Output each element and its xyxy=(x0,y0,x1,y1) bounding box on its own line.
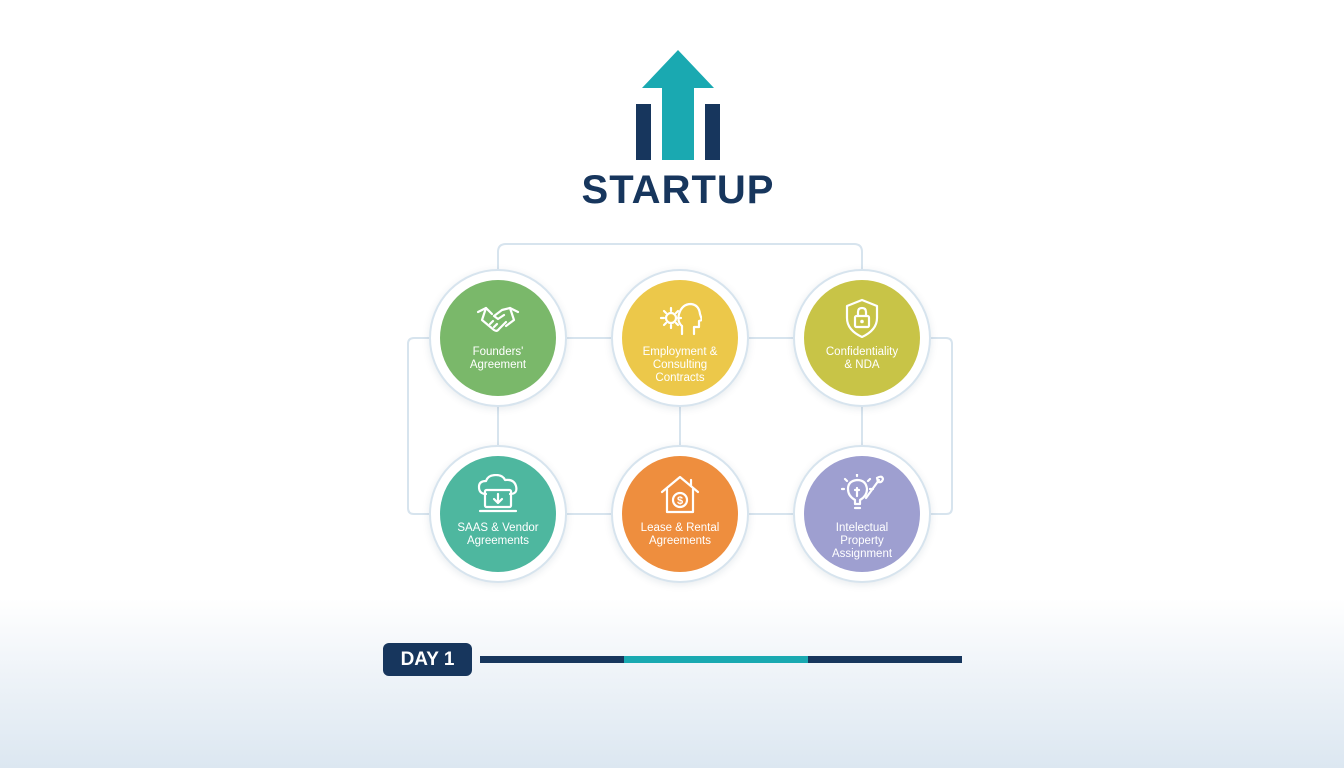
node-label: Founders' Agreement xyxy=(469,346,527,371)
node-disc: $ Lease & Rental Agreements xyxy=(622,456,738,572)
node-label: Confidentiality & NDA xyxy=(825,346,899,371)
gear-head-icon xyxy=(659,302,702,336)
shield-lock-icon xyxy=(845,298,879,338)
node-confidentiality-nda: Confidentiality & NDA xyxy=(793,269,931,407)
node-disc: Intelectual Property Assignment xyxy=(804,456,920,572)
node-founders-agreement: Founders' Agreement xyxy=(429,269,567,407)
node-label: SAAS & Vendor Agreements xyxy=(457,522,539,547)
node-intellectual-property-assignment: Intelectual Property Assignment xyxy=(793,445,931,583)
house-dollar-icon: $ xyxy=(660,475,700,514)
lightbulb-brush-icon xyxy=(840,474,884,510)
node-disc: Employment & Consulting Contracts xyxy=(622,280,738,396)
node-lease-rental-agreements: $ Lease & Rental Agreements xyxy=(611,445,749,583)
handshake-icon xyxy=(476,306,520,332)
node-disc: Founders' Agreement xyxy=(440,280,556,396)
svg-text:$: $ xyxy=(677,495,683,507)
timeline-segment-highlight xyxy=(624,656,808,663)
node-label: Employment & Consulting Contracts xyxy=(642,346,718,384)
timeline-segment-end xyxy=(808,656,962,663)
node-disc: SAAS & Vendor Agreements xyxy=(440,456,556,572)
startup-arrow-logo xyxy=(636,50,720,160)
node-saas-vendor-agreements: SAAS & Vendor Agreements xyxy=(429,445,567,583)
cloud-laptop-icon xyxy=(477,474,518,513)
page-title: STARTUP xyxy=(581,168,775,212)
node-disc: Confidentiality & NDA xyxy=(804,280,920,396)
node-employment-consulting-contracts: Employment & Consulting Contracts xyxy=(611,269,749,407)
day-badge: DAY 1 xyxy=(383,643,472,676)
timeline-segment-start xyxy=(480,656,624,663)
node-label: Lease & Rental Agreements xyxy=(640,522,720,547)
node-label: Intelectual Property Assignment xyxy=(831,522,893,560)
